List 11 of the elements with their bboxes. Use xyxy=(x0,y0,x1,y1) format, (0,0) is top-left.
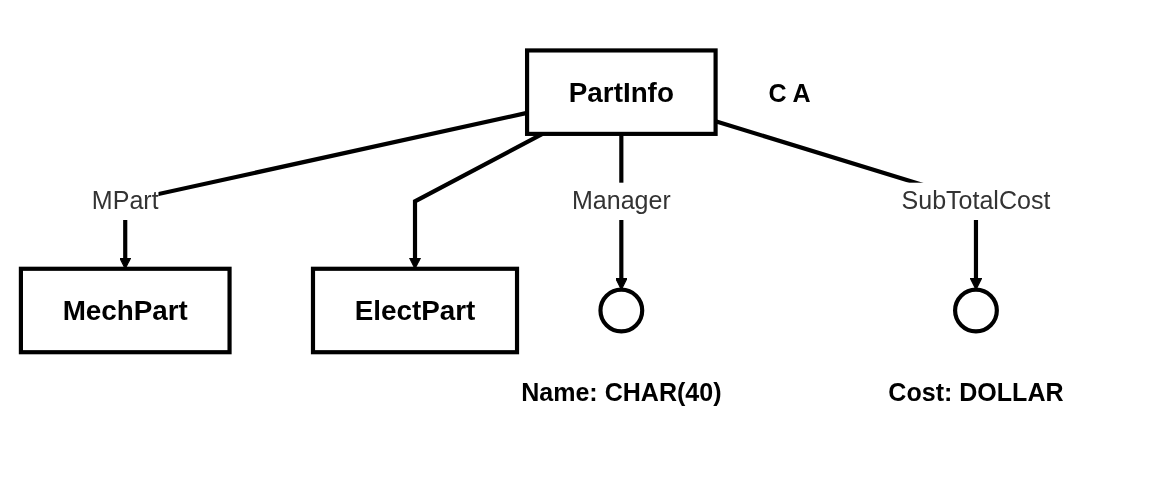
node-circle xyxy=(952,287,999,334)
node-circle xyxy=(597,287,644,334)
node-label: C A xyxy=(767,79,811,108)
node-box: MechPart xyxy=(18,266,232,355)
node-box: PartInfo xyxy=(524,48,718,136)
edge-label: Manager xyxy=(571,186,671,215)
node-box: ElectPart xyxy=(310,266,519,355)
edge-label: SubTotalCost xyxy=(901,186,1050,215)
edge-label: MPart xyxy=(91,186,159,215)
node-label: Name: CHAR(40) xyxy=(520,378,721,407)
node-label: Cost: DOLLAR xyxy=(887,378,1064,407)
